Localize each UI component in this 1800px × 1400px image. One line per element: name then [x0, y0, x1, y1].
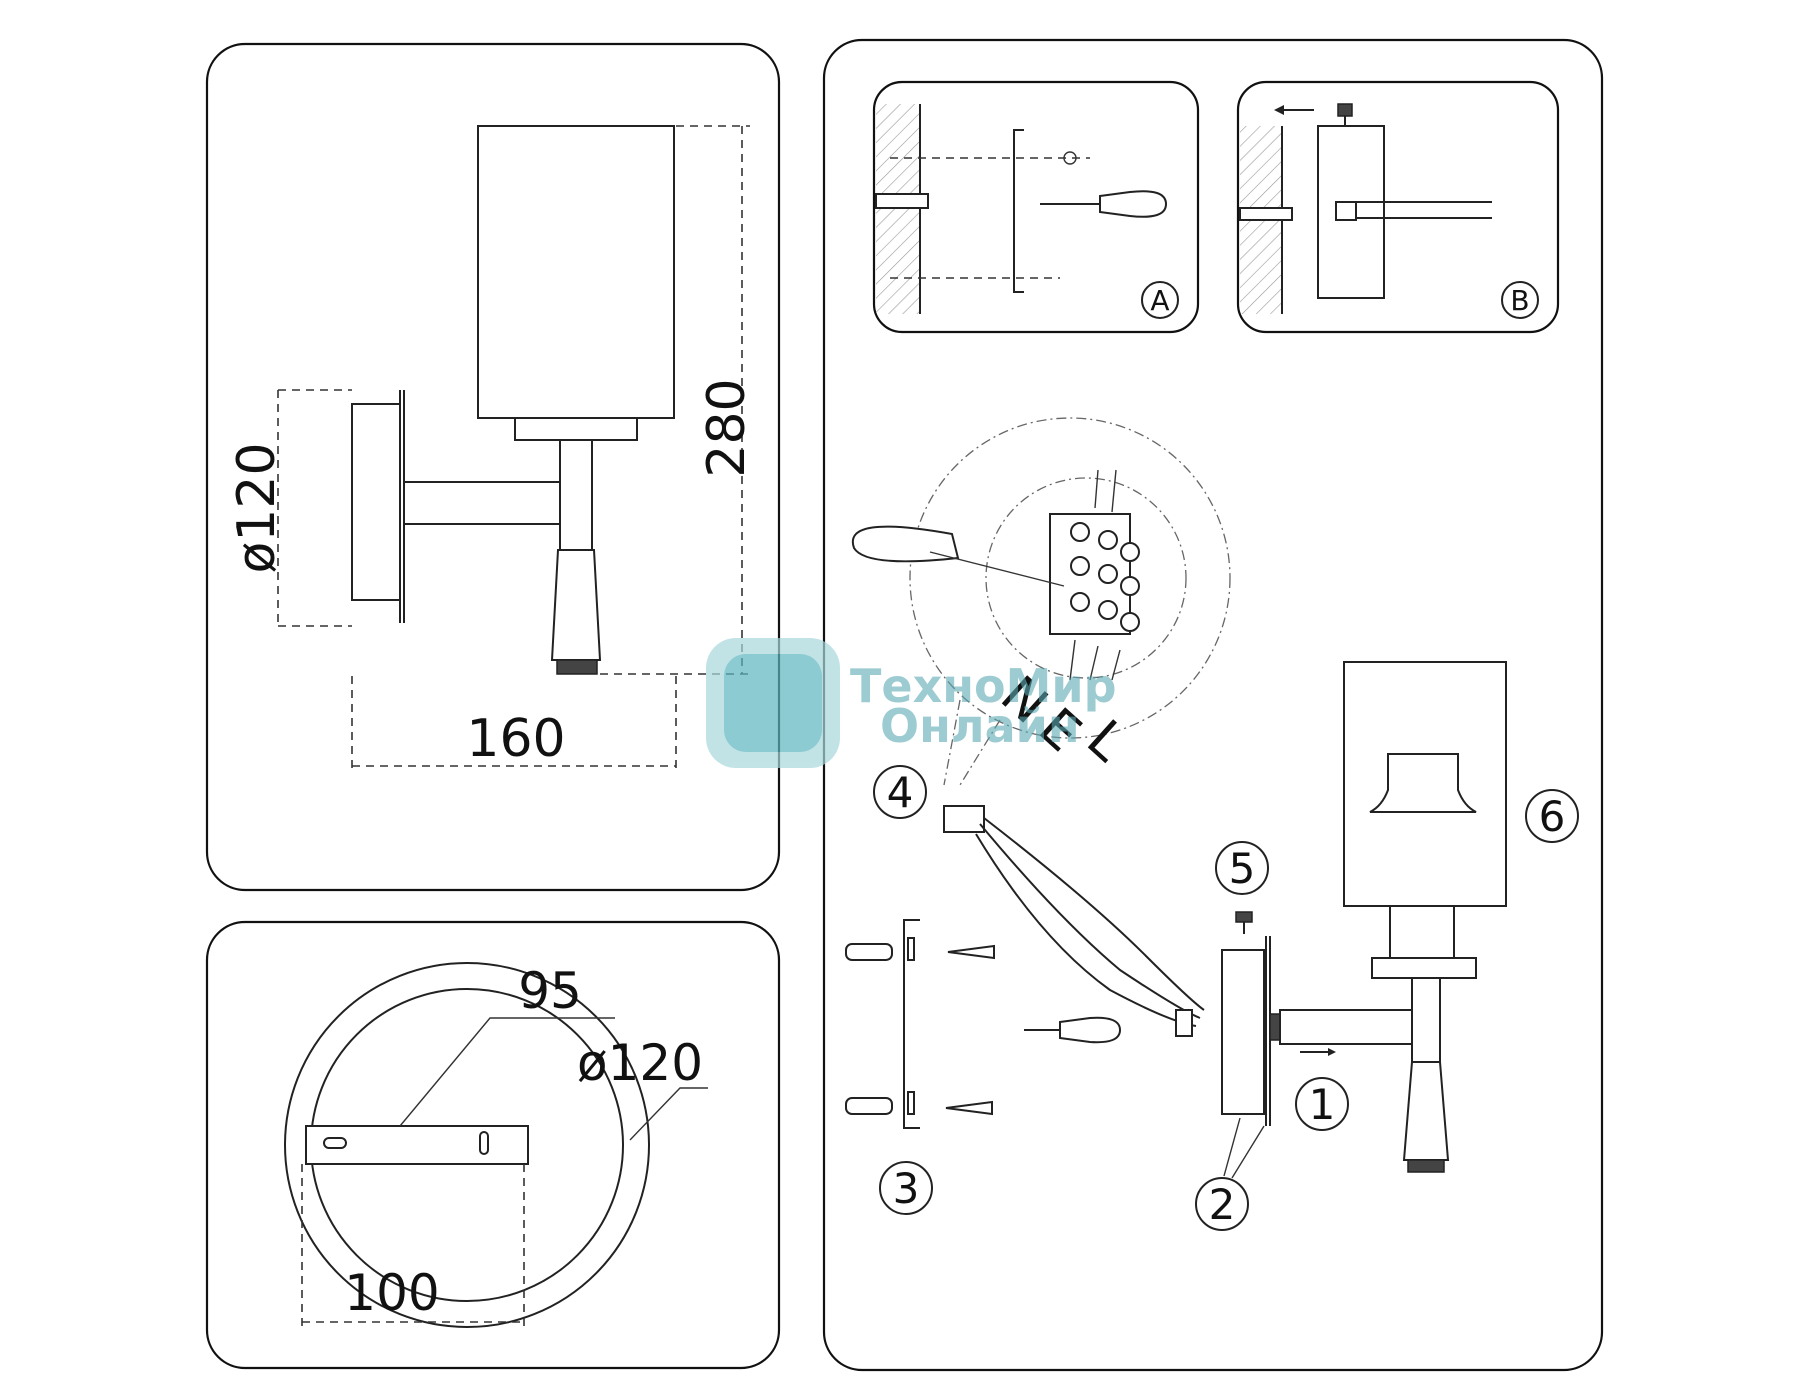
step-4-badge	[873, 765, 927, 819]
lampshade	[477, 125, 675, 419]
lamp-side-drawing: 280 ø120 160	[227, 125, 757, 769]
step-3-label: 3	[893, 1164, 920, 1213]
spacing-dimension: 95	[518, 962, 582, 1020]
detail-a-label: A	[1150, 284, 1169, 317]
base-outer-circle	[284, 962, 650, 1328]
lamp-arm	[403, 481, 561, 525]
cable-tie	[851, 525, 960, 563]
detail-b: B	[1236, 80, 1560, 334]
wall-canopy	[351, 403, 401, 601]
width-dimension: 160	[466, 709, 565, 769]
canopy-diameter-dimension: ø120	[227, 442, 287, 573]
step-6-label: 6	[1539, 792, 1566, 841]
step-5-label: 5	[1229, 844, 1256, 893]
terminal-zoom: N E L	[851, 417, 1231, 786]
screw-bottom	[945, 1100, 993, 1116]
lamp-stem	[559, 439, 593, 551]
step-1-badge	[1295, 1077, 1349, 1131]
height-dimension: 280	[697, 378, 757, 477]
lamp-handle	[550, 549, 602, 661]
assembly-arm	[1279, 1009, 1413, 1045]
bracket-length-dimension: 100	[344, 1264, 439, 1322]
step-4-label: 4	[887, 768, 914, 817]
screw-top	[947, 944, 995, 960]
step-5-badge	[1215, 841, 1269, 895]
screwdriver	[1024, 1016, 1122, 1044]
detail-b-badge	[1501, 281, 1539, 319]
svg-text:ТехноМир: ТехноМир	[850, 659, 1117, 713]
assembly-shade	[1343, 661, 1507, 907]
wall-plug-bottom	[845, 1097, 893, 1115]
wire-bundle	[943, 805, 1205, 1037]
fixing-screw	[1235, 911, 1253, 934]
wall-plug-top	[845, 943, 893, 961]
base-diameter-dimension: ø120	[577, 1034, 703, 1092]
detail-b-label: B	[1510, 284, 1529, 317]
svg-text:Онлайн: Онлайн	[880, 699, 1080, 753]
mounting-bracket	[845, 919, 995, 1129]
watermark: ТехноМир Онлайн	[706, 638, 1117, 768]
shade-collar	[514, 417, 638, 441]
base-top-drawing: 95 ø120 100	[284, 962, 708, 1330]
step-2-label: 2	[1209, 1180, 1236, 1229]
mounting-bracket-top	[305, 1125, 529, 1165]
step-1-label: 1	[1309, 1080, 1336, 1129]
detail-a-badge	[1141, 281, 1179, 319]
step-3-badge	[879, 1161, 933, 1215]
step-2-badge	[1195, 1177, 1249, 1231]
step-6-badge	[1525, 789, 1579, 843]
detail-a: A	[872, 80, 1200, 334]
